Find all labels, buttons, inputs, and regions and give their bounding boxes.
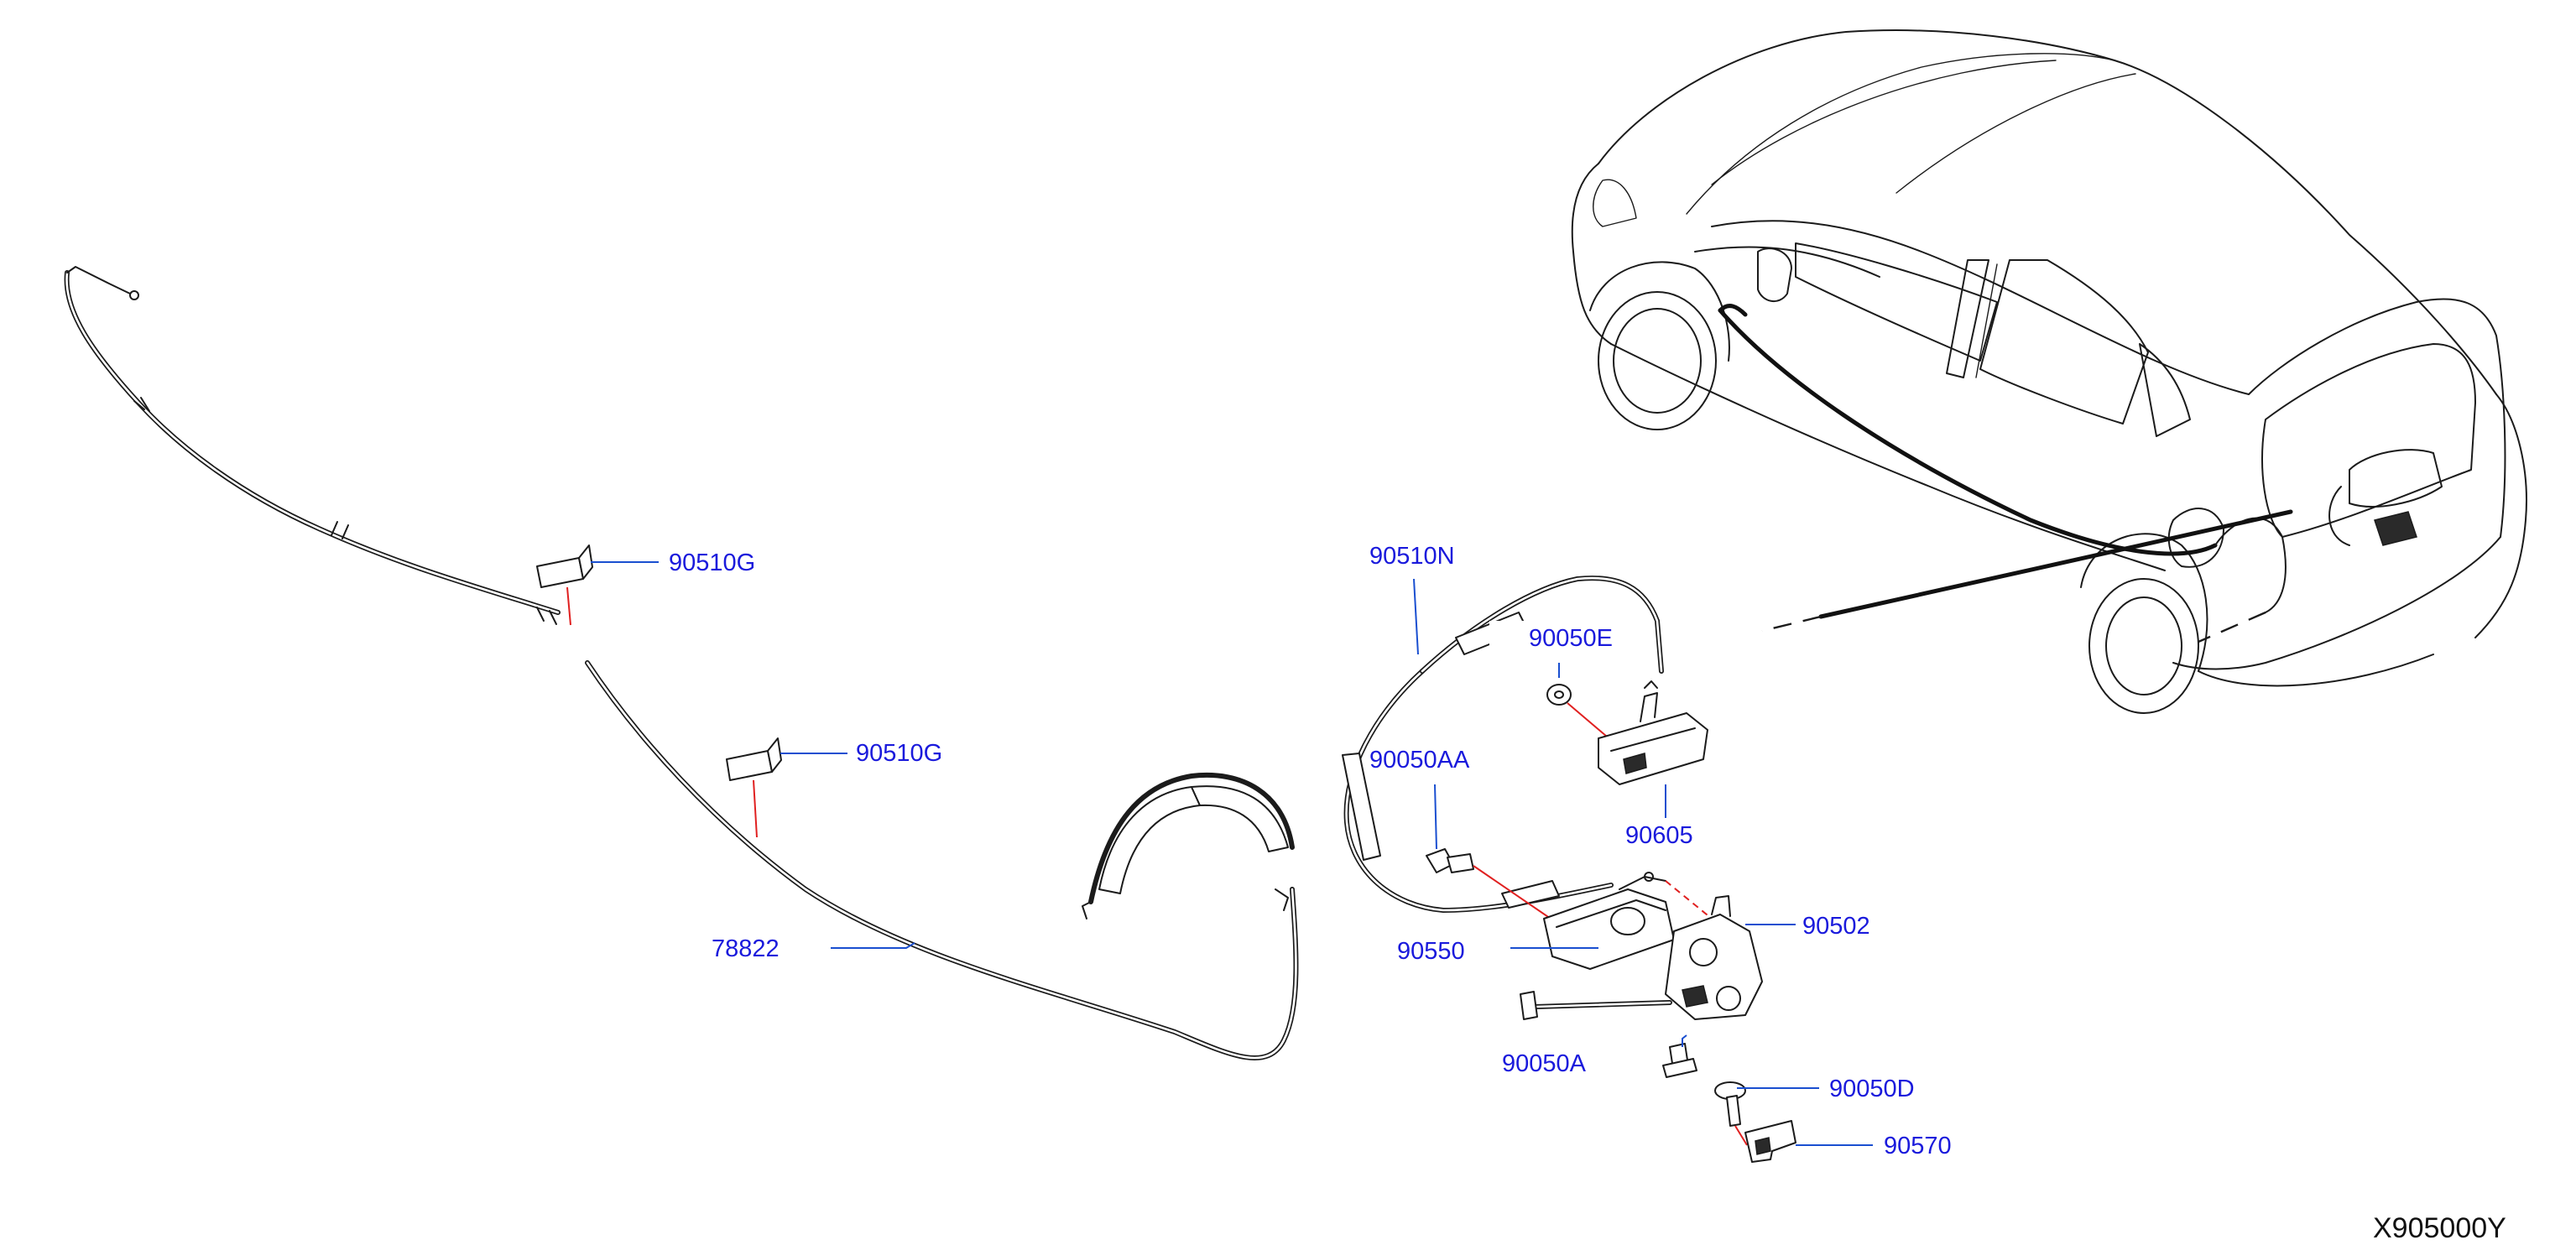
label-90050a: 90050A [1502,1050,1587,1077]
clip-90510g-lower [726,737,782,838]
actuator-90550 [1543,872,1713,970]
label-90570: 90570 [1884,1133,1952,1159]
label-90510g-upper: 90510G [669,550,755,576]
label-78822: 78822 [712,935,780,962]
handle-switch-90605 [1598,680,1708,785]
label-90605: 90605 [1625,822,1693,849]
striker-90570 [1744,1120,1796,1163]
diagram-code: X905000Y [2373,1212,2506,1244]
label-90050aa: 90050AA [1369,747,1470,774]
latch-90502 [1520,895,1763,1020]
bolt-90050d [1714,1081,1748,1146]
label-90050e: 90050E [1529,625,1613,652]
part-labels: 90510G 90510G 78822 90510N 90050E 90050A… [669,543,1952,1159]
label-90510n: 90510N [1369,543,1455,570]
vehicle-illustration [1571,29,2527,714]
label-mask [1489,621,1530,654]
leader-lines [591,561,1873,1146]
label-90510g-lower: 90510G [856,740,942,767]
clip-90510g-upper [536,544,593,626]
bolt-90050a [1662,1043,1697,1078]
label-90050d: 90050D [1829,1076,1915,1102]
label-90550: 90550 [1397,938,1465,965]
cable-assembly-78822 [64,266,1299,1060]
label-90502: 90502 [1802,913,1870,940]
